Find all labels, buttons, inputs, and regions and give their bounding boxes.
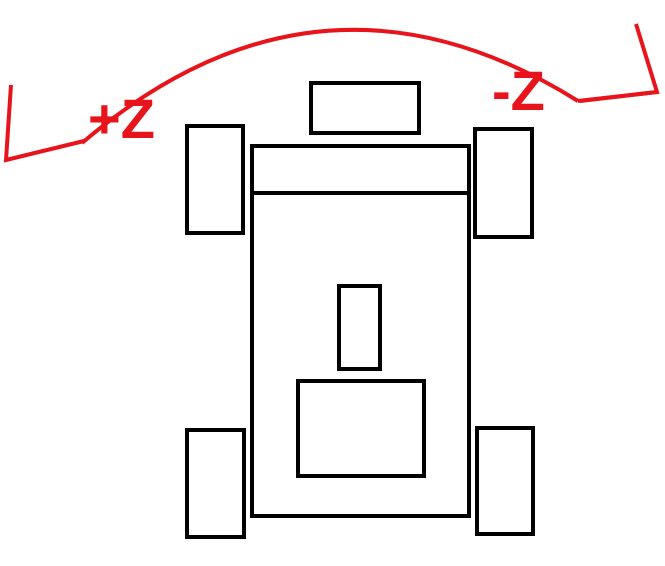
rotation-arrow (3, 23, 660, 163)
arrowhead-negative-z (579, 23, 660, 103)
front-sensor (309, 81, 421, 135)
label-negative-z: -Z (492, 59, 545, 122)
robot-top-view (185, 81, 535, 539)
rear-right-wheel (475, 426, 535, 536)
center-mast (337, 284, 382, 371)
rear-left-wheel (185, 428, 246, 539)
rear-battery-box (296, 379, 426, 478)
chassis-body (250, 144, 471, 518)
rotation-arc (80, 27, 580, 145)
front-left-wheel (185, 124, 245, 235)
arrowhead-positive-z (3, 84, 85, 163)
front-right-wheel (473, 127, 534, 239)
label-positive-z: +Z (88, 87, 155, 150)
